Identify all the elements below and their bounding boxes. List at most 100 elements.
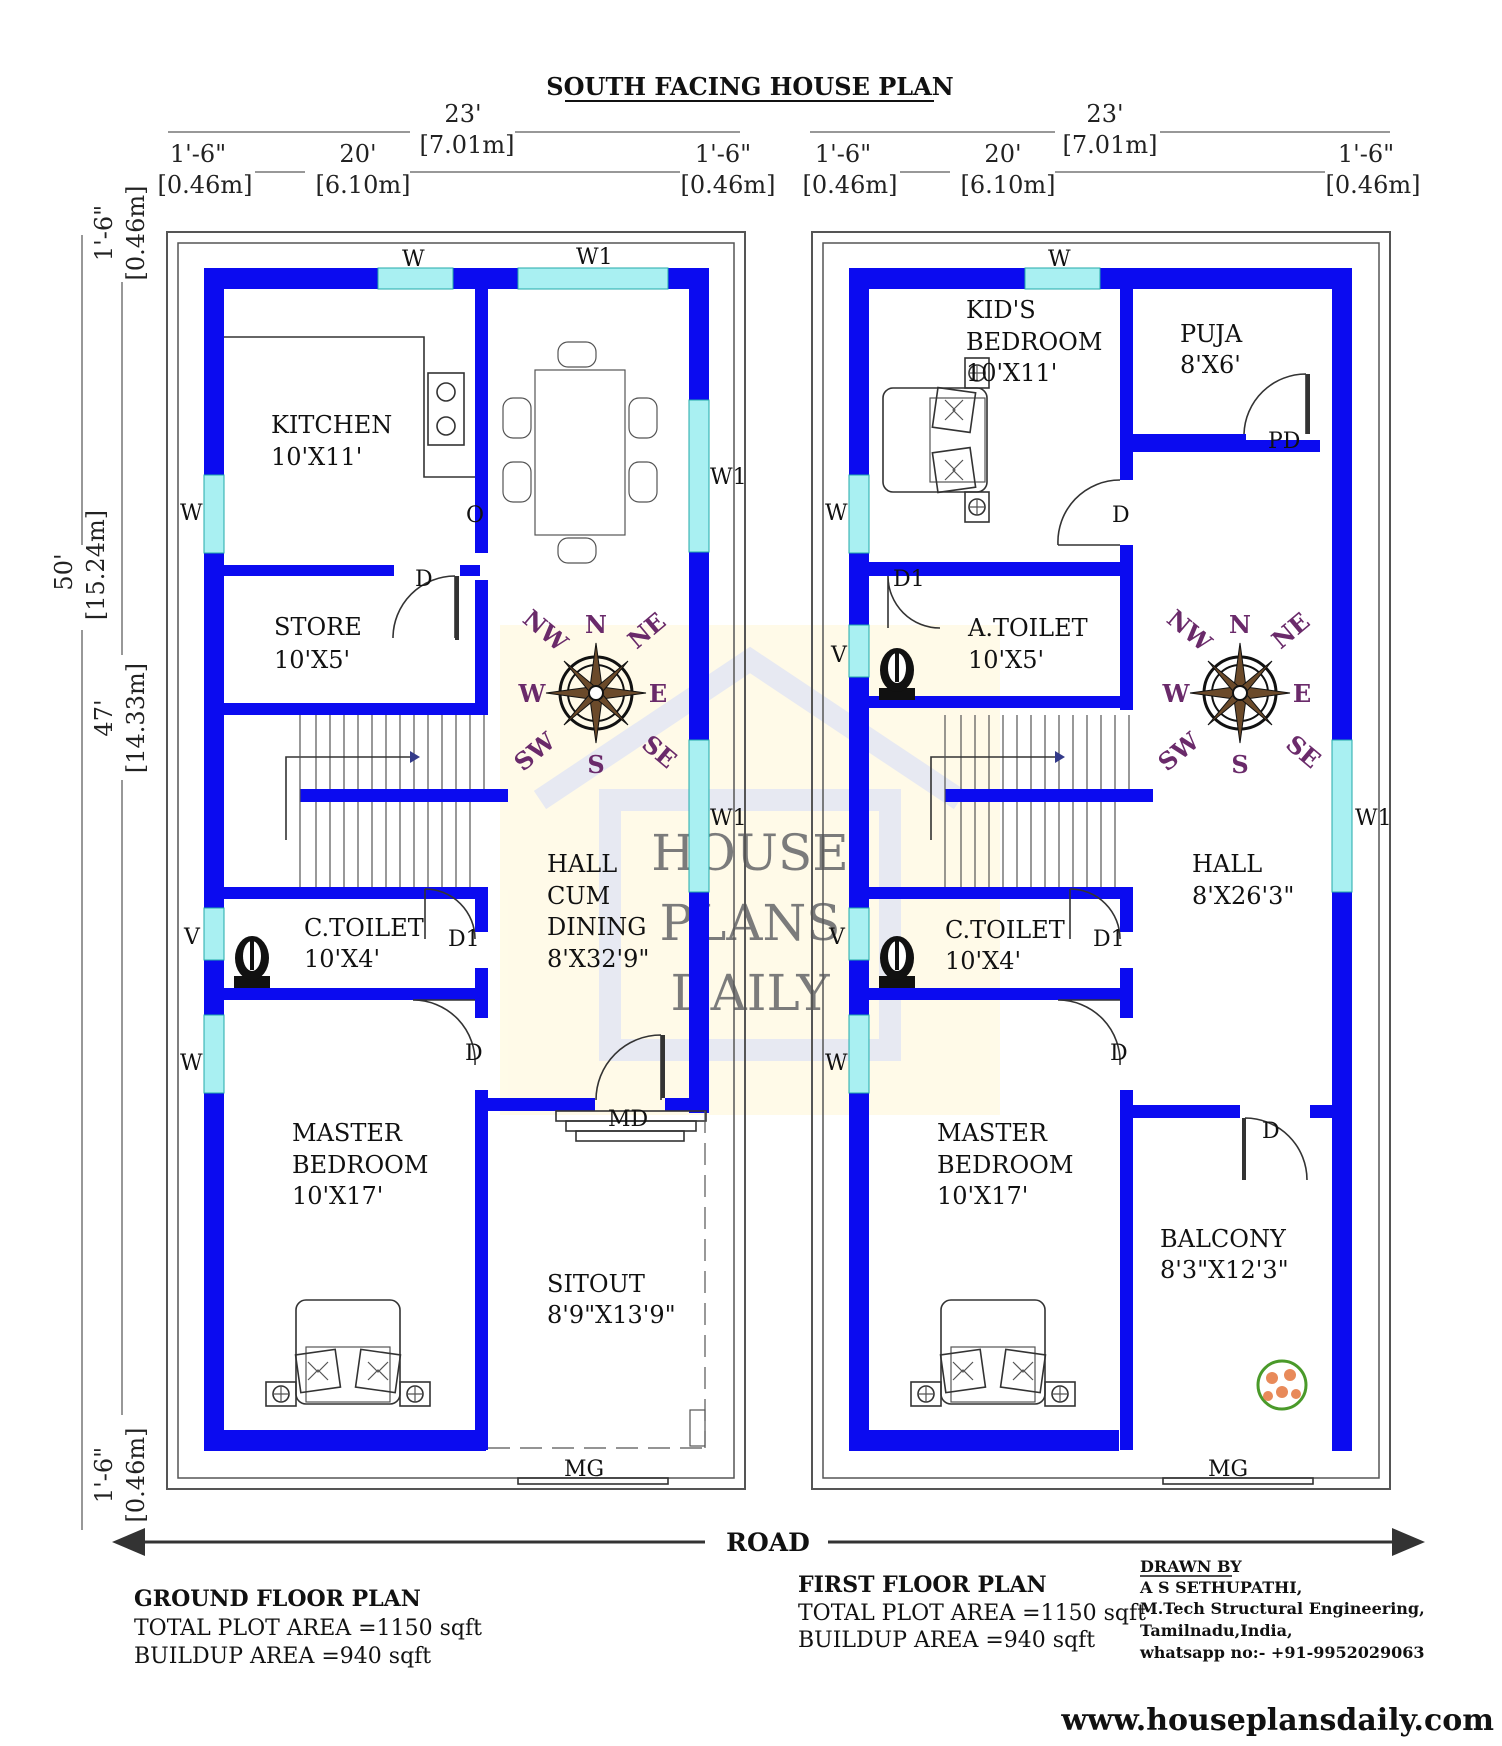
hall-name-3: DINING bbox=[547, 913, 646, 941]
total-height-m: [15.24m] bbox=[82, 510, 110, 620]
ground-floor-plan: KITCHEN 10'X11' STORE 10'X5' C.TOILET 10… bbox=[166, 231, 747, 1490]
compass-first-ne: NE bbox=[1266, 606, 1315, 654]
credits-degree: M.Tech Structural Engineering, bbox=[1140, 1599, 1425, 1618]
watermark-line-2: PLANS bbox=[660, 894, 841, 952]
first-total-width-m: [7.01m] bbox=[1063, 131, 1158, 159]
store-size: 10'X5' bbox=[274, 646, 350, 674]
hall-size: 8'X32'9" bbox=[547, 945, 649, 973]
compass-rose-ground: N S E W NE NW SE SW bbox=[508, 604, 682, 779]
kids-bedroom-size: 10'X11' bbox=[966, 359, 1057, 387]
first-floor-info: FIRST FLOOR PLAN TOTAL PLOT AREA =1150 s… bbox=[798, 1572, 1146, 1653]
first-label-w-top: W bbox=[1048, 247, 1071, 272]
balcony-size: 8'3"X12'3" bbox=[1160, 1256, 1289, 1284]
ground-label-w1-hall-2: W1 bbox=[710, 806, 747, 831]
first-label-w-kids: W bbox=[825, 501, 848, 526]
first-hall-name: HALL bbox=[1192, 850, 1262, 878]
first-top-dimensions: 23' [7.01m] 1'-6" [0.46m] 20' [6.10m] 1'… bbox=[803, 100, 1421, 199]
atoilet-size: 10'X5' bbox=[968, 646, 1044, 674]
ground-window-master bbox=[203, 1014, 225, 1094]
ground-ctoilet-name: C.TOILET bbox=[304, 914, 424, 942]
first-ctoilet-size: 10'X4' bbox=[945, 947, 1021, 975]
credits-drawn-by: DRAWN BY bbox=[1140, 1557, 1242, 1576]
ground-label-w1-hall-1: W1 bbox=[710, 465, 747, 490]
inner-height: 47' bbox=[90, 699, 118, 736]
ground-label-w-top: W bbox=[402, 247, 425, 272]
plant-icon bbox=[1256, 1359, 1308, 1411]
ground-left-side: 1'-6" bbox=[170, 140, 226, 168]
ground-window-hall-2 bbox=[688, 739, 710, 893]
first-inner-width-m: [6.10m] bbox=[961, 171, 1056, 199]
first-window-kids bbox=[1024, 267, 1101, 290]
first-staircase bbox=[930, 715, 1130, 887]
first-label-mg: MG bbox=[1208, 1457, 1248, 1482]
ground-window-hall-1 bbox=[688, 399, 710, 553]
first-atoilet-icon bbox=[879, 648, 915, 700]
ground-info-build: BUILDUP AREA =940 sqft bbox=[134, 1644, 431, 1669]
watermark-line-1: HOUSE bbox=[651, 824, 849, 882]
stove-icon bbox=[427, 372, 465, 446]
first-floor-plan: KID'S BEDROOM 10'X11' PUJA 8'X6' A.TOILE… bbox=[811, 231, 1392, 1490]
inner-height-m: [14.33m] bbox=[122, 663, 150, 773]
compass-ground-w: W bbox=[518, 679, 547, 708]
ground-right-side: 1'-6" bbox=[695, 140, 751, 168]
atoilet-name: A.TOILET bbox=[967, 614, 1088, 642]
sitout-name: SITOUT bbox=[547, 1270, 645, 1298]
ground-master-name-1: MASTER bbox=[292, 1119, 403, 1147]
compass-first-s: S bbox=[1231, 750, 1248, 779]
ground-total-width-m: [7.01m] bbox=[420, 131, 515, 159]
first-ventilator-atoilet bbox=[848, 624, 870, 678]
ground-label-mg: MG bbox=[564, 1457, 604, 1482]
ground-left-side-m: [0.46m] bbox=[158, 171, 253, 199]
compass-first-e: E bbox=[1293, 679, 1311, 708]
hall-name-1: HALL bbox=[547, 850, 617, 878]
first-window-master bbox=[848, 1014, 870, 1094]
ground-label-d-master: D bbox=[465, 1041, 483, 1066]
first-label-d-balcony: D bbox=[1262, 1119, 1280, 1144]
credits: DRAWN BY A S SETHUPATHI, M.Tech Structur… bbox=[1139, 1557, 1425, 1662]
compass-ground-e: E bbox=[649, 679, 667, 708]
first-left-side: 1'-6" bbox=[815, 140, 871, 168]
bottom-side-height: 1'-6" bbox=[90, 1447, 118, 1503]
ground-inner-width-m: [6.10m] bbox=[316, 171, 411, 199]
first-window-kids-side bbox=[848, 474, 870, 554]
ground-label-w-master: W bbox=[180, 1051, 203, 1076]
top-side-height: 1'-6" bbox=[90, 205, 118, 261]
road-arrow-right-icon bbox=[1392, 1528, 1425, 1556]
ground-window-kitchen-side bbox=[203, 474, 225, 554]
compass-rose-first: N S E W NE NW SE SW bbox=[1152, 604, 1326, 779]
ground-total-width: 23' bbox=[444, 100, 481, 128]
first-label-w-master: W bbox=[825, 1051, 848, 1076]
compass-first-n: N bbox=[1229, 610, 1251, 639]
credits-name: A S SETHUPATHI, bbox=[1139, 1578, 1302, 1597]
ground-info-plot: TOTAL PLOT AREA =1150 sqft bbox=[134, 1616, 482, 1641]
first-label-d1-atoilet: D1 bbox=[893, 567, 925, 592]
road-label: ROAD bbox=[726, 1528, 810, 1557]
first-label-w1-hall: W1 bbox=[1355, 806, 1392, 831]
ground-right-side-m: [0.46m] bbox=[681, 171, 776, 199]
ground-label-w-kitchen: W bbox=[180, 501, 203, 526]
ground-staircase bbox=[224, 715, 508, 887]
ground-ventilator bbox=[203, 907, 225, 961]
ground-master-size: 10'X17' bbox=[292, 1182, 383, 1210]
store-name: STORE bbox=[274, 613, 362, 641]
first-master-name-1: MASTER bbox=[937, 1119, 1048, 1147]
first-ventilator-ctoilet bbox=[848, 907, 870, 961]
credits-phone: whatsapp no:- +91-9952029063 bbox=[1139, 1643, 1425, 1662]
first-inner-width: 20' bbox=[984, 140, 1021, 168]
bottom-side-height-m: [0.46m] bbox=[122, 1428, 150, 1523]
ground-ctoilet-size: 10'X4' bbox=[304, 945, 380, 973]
total-height: 50' bbox=[50, 553, 78, 590]
ground-label-md: MD bbox=[608, 1107, 648, 1132]
ground-top-dimensions: 23' [7.01m] 1'-6" [0.46m] 20' [6.10m] 1'… bbox=[158, 100, 776, 199]
ground-label-w1-top: W1 bbox=[576, 245, 613, 270]
first-left-side-m: [0.46m] bbox=[803, 171, 898, 199]
kids-bedroom-name-1: KID'S bbox=[966, 296, 1036, 324]
first-label-v-ctoilet: V bbox=[828, 925, 846, 950]
first-window-hall bbox=[1331, 739, 1353, 893]
ground-master-name-2: BEDROOM bbox=[292, 1151, 428, 1179]
first-info-title: FIRST FLOOR PLAN bbox=[798, 1572, 1047, 1598]
plan-title: SOUTH FACING HOUSE PLAN bbox=[546, 72, 953, 101]
first-total-width: 23' bbox=[1086, 100, 1123, 128]
website-link[interactable]: www.houseplansdaily.com bbox=[1060, 1703, 1494, 1738]
